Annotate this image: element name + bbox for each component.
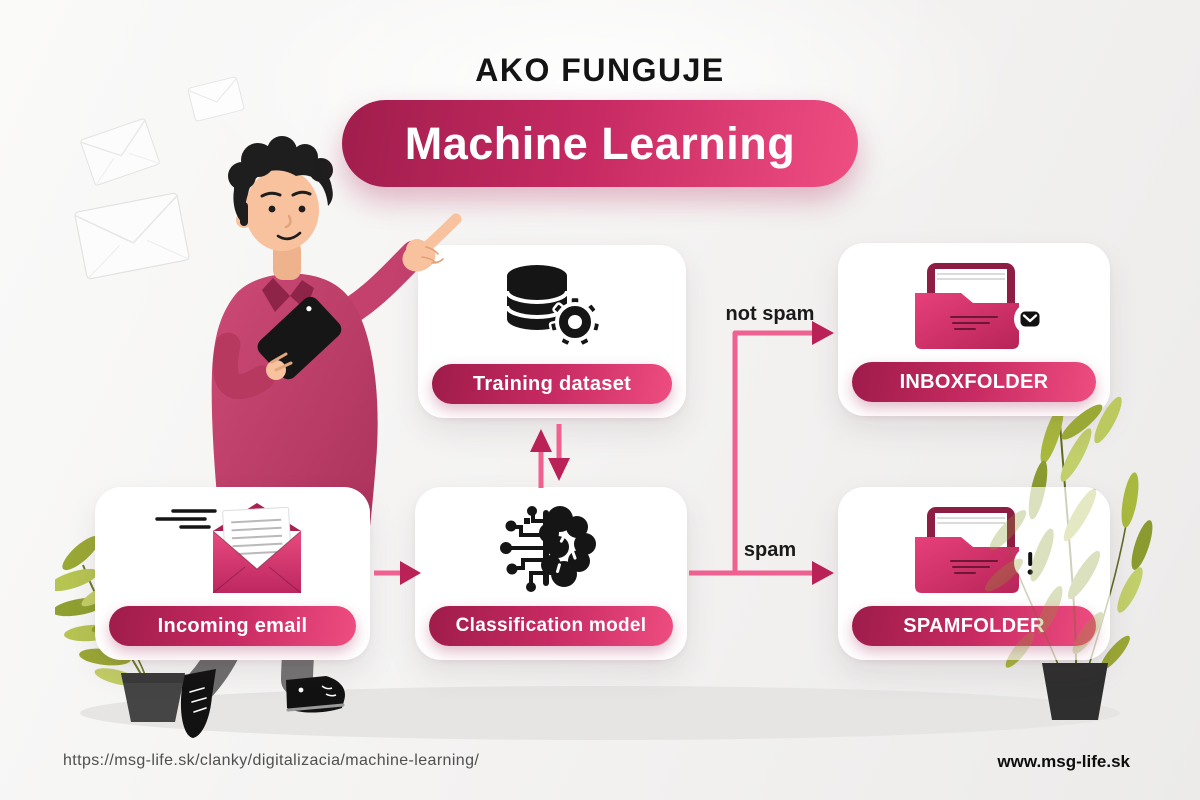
incoming-label-pill: Incoming email bbox=[109, 606, 356, 646]
arrowhead-down bbox=[548, 458, 570, 481]
arrow-split-notspam bbox=[689, 330, 814, 576]
training-label-pill: Training dataset bbox=[432, 364, 672, 404]
card-inbox-folder: INBOX FOLDER bbox=[838, 243, 1110, 416]
classification-icon-box bbox=[415, 487, 687, 606]
classification-label-pill: Classification model bbox=[429, 606, 673, 646]
plant-right-overlay bbox=[980, 395, 1180, 725]
inbox-label-bold: INBOX bbox=[899, 370, 965, 393]
arrowhead-up bbox=[530, 429, 552, 452]
page-title: AKO FUNGUJE bbox=[475, 52, 725, 88]
incoming-label: Incoming email bbox=[157, 614, 308, 637]
folder-mail-icon bbox=[914, 262, 1046, 349]
classification-label: Classification model bbox=[455, 615, 647, 636]
card-spam-folder: SPAM FOLDER bbox=[838, 487, 1110, 660]
spam-flow-label: spam bbox=[743, 539, 797, 561]
brain-circuit-icon bbox=[500, 505, 596, 592]
spam-label-rest: FOLDER bbox=[960, 614, 1045, 637]
inbox-label-rest: FOLDER bbox=[964, 370, 1049, 393]
training-icon-box bbox=[418, 245, 686, 364]
incoming-icon-box bbox=[95, 487, 370, 606]
corner-leaves bbox=[1061, 396, 1122, 444]
floor-shadow bbox=[80, 686, 1120, 740]
floating-envelope-large-icon bbox=[74, 192, 190, 280]
banner-label: Machine Learning bbox=[404, 117, 796, 169]
pointing-hand bbox=[402, 213, 462, 272]
card-training-dataset: Training dataset bbox=[418, 245, 686, 418]
open-envelope-icon bbox=[154, 502, 301, 593]
arrowhead-to-spam bbox=[812, 561, 834, 585]
inbox-icon-box bbox=[838, 243, 1110, 362]
site-url: www.msg-life.sk bbox=[997, 752, 1130, 771]
card-incoming-email: Incoming email bbox=[95, 487, 370, 660]
database-gear-icon bbox=[505, 264, 602, 347]
training-label: Training dataset bbox=[472, 372, 632, 395]
inbox-label-pill: INBOX FOLDER bbox=[852, 362, 1096, 402]
card-classification-model: Classification model bbox=[415, 487, 687, 660]
banner: Machine Learning bbox=[342, 100, 858, 187]
floating-envelope-medium-icon bbox=[80, 118, 161, 186]
not-spam-label: not spam bbox=[725, 303, 815, 325]
source-url: https://msg-life.sk/clanky/digitalizacia… bbox=[63, 752, 480, 769]
floating-envelope-small-icon bbox=[187, 76, 245, 122]
spam-label-bold: SPAM bbox=[903, 614, 961, 637]
